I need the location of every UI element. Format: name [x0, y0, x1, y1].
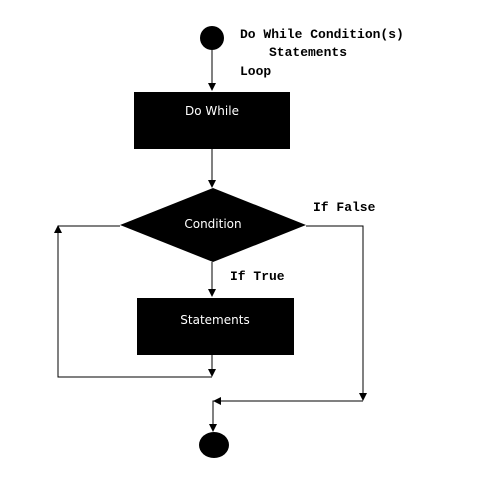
exit-line: [209, 400, 363, 432]
if-true-label: If True: [230, 269, 285, 284]
condition-label: Condition: [184, 217, 241, 231]
start-terminal: [200, 26, 224, 50]
exit-arrowhead-left: [213, 397, 221, 405]
code-line-1: Do While Condition(s): [240, 27, 404, 42]
condition-diamond: [120, 188, 306, 262]
statements-label: Statements: [180, 313, 249, 327]
if-false-label: If False: [313, 200, 376, 215]
do-while-label: Do While: [185, 104, 239, 118]
if-false-line: [306, 225, 367, 401]
do-while-box: [134, 92, 290, 149]
statements-box: [137, 298, 294, 355]
code-line-2: Statements: [269, 45, 347, 60]
code-line-3: Loop: [240, 64, 271, 79]
end-terminal: [199, 432, 229, 458]
loop-back-line: [54, 225, 212, 378]
